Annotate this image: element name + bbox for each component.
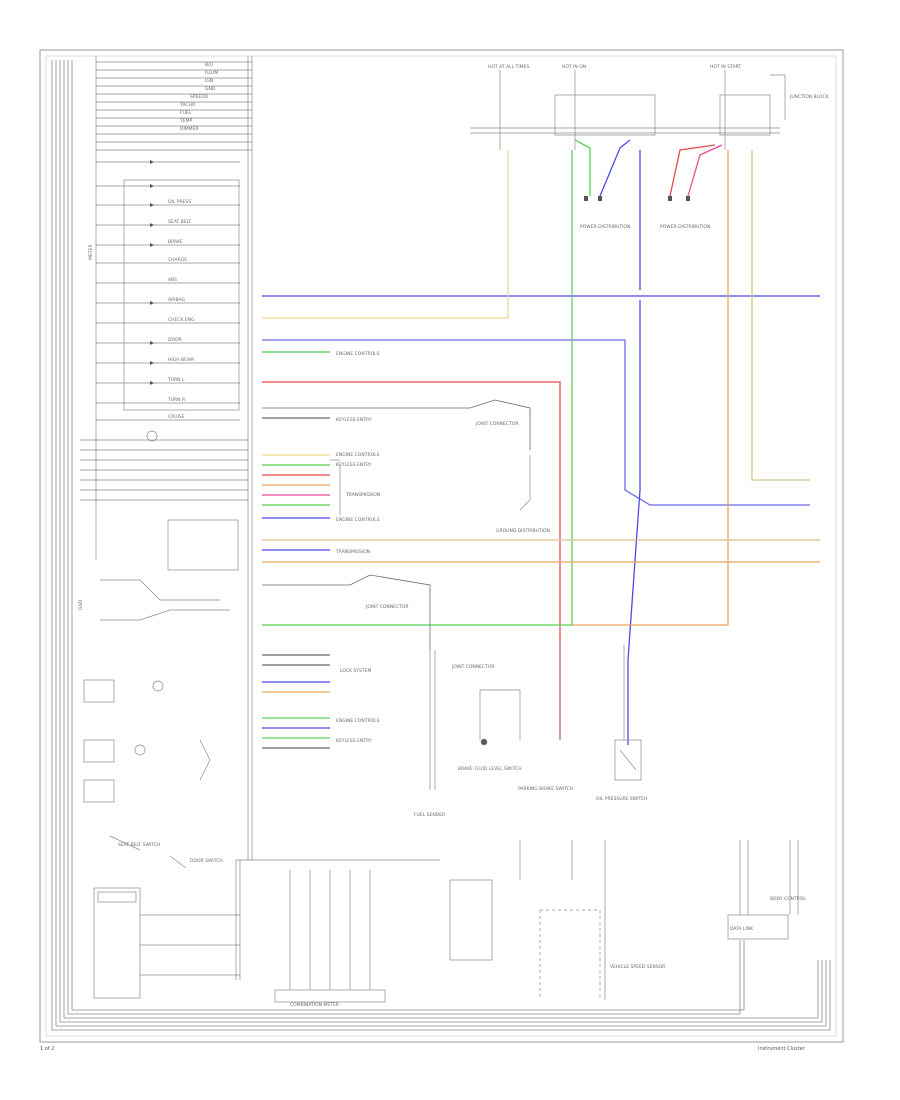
label-data-link: DATA LINK xyxy=(730,926,754,932)
label-joint-connector-2: JOINT CONNECTOR xyxy=(365,604,409,610)
left-connector-stubs xyxy=(262,351,330,749)
label-joint-connector-3: JOINT CONNECTOR xyxy=(451,664,495,670)
fuse-label-2: HOT IN START xyxy=(710,64,741,70)
bus-label-0: B/U xyxy=(205,62,213,68)
label-lock-system: LOCK SYSTEM xyxy=(340,668,371,674)
indicator-label-9: TURN L xyxy=(167,377,185,383)
gauge-block xyxy=(80,430,248,869)
label-joint-connector-1: JOINT CONNECTOR xyxy=(475,421,519,427)
combination-meter-block xyxy=(93,860,241,999)
label-transmission-1: TRANSMISSION xyxy=(345,492,380,498)
label-ground-dist: GROUND DISTRIBUTION xyxy=(496,528,550,534)
ground-loop-lines xyxy=(51,60,831,1031)
label-parking-switch: PARKING BRAKE SWITCH xyxy=(518,786,573,792)
bottom-connector-block xyxy=(236,840,799,1003)
label-keyless-3: KEYLESS ENTRY xyxy=(336,738,372,744)
wire-green-1 xyxy=(262,150,573,626)
bus-label-2: IGN xyxy=(205,78,213,84)
diagram-inner-frame xyxy=(45,55,837,1037)
bus-label-7: TEMP xyxy=(179,118,192,124)
label-keyless-2: KEYLESS ENTRY xyxy=(336,462,372,468)
system-labels: ENGINE CONTROLS KEYLESS ENTRY ENGINE CON… xyxy=(118,351,806,1008)
bus-label-4: SPEEDO xyxy=(190,94,209,100)
indicator-label-5: AIRBAG xyxy=(168,297,186,303)
diagram-frame xyxy=(39,49,844,1043)
label-seat-belt: SEAT BELT SWITCH xyxy=(118,842,160,848)
indicator-label-11: CRUISE xyxy=(168,414,185,420)
indicator-label-2: BRAKE xyxy=(168,239,183,245)
label-body-control: BODY CONTROL xyxy=(770,896,806,902)
wire-green-top xyxy=(574,139,591,196)
label-engine-control-3: ENGINE CONTROLS xyxy=(336,517,380,523)
label-engine-control-4: ENGINE CONTROLS xyxy=(336,718,380,724)
wire-red-1 xyxy=(262,381,561,740)
wire-red-top xyxy=(669,144,716,197)
fuse-label-0: HOT AT ALL TIMES xyxy=(488,64,529,70)
wire-blue-3 xyxy=(627,150,641,745)
bus-label-5: TACHO xyxy=(179,102,196,108)
junction-block-label: JUNCTION BLOCK xyxy=(789,94,830,100)
bus-label-6: FUEL xyxy=(180,110,192,116)
top-fuse-area xyxy=(470,70,786,150)
indicator-label-8: HIGH BEAM xyxy=(168,357,194,363)
footer-right-title: Instrument Cluster xyxy=(758,1046,806,1052)
wire-gray-1 xyxy=(262,399,531,450)
power-dist-label-0: POWER DISTRIBUTION xyxy=(580,224,630,230)
indicator-label-6: CHECK ENG xyxy=(168,317,195,323)
wire-orange-1 xyxy=(572,150,729,626)
bus-label-1: ILLUM xyxy=(205,70,218,76)
left-top-labels: B/U ILLUM IGN GND SPEEDO TACHO FUEL TEMP… xyxy=(179,62,218,132)
indicator-leds xyxy=(150,160,154,385)
label-keyless-1: KEYLESS ENTRY xyxy=(336,417,372,423)
wire-gray-2 xyxy=(262,574,431,650)
mid-components xyxy=(330,455,642,790)
indicator-label-7: DOOR xyxy=(168,337,182,343)
indicator-label-0: OIL PRESS xyxy=(168,199,191,205)
left-bus-lines xyxy=(95,56,253,860)
colored-wires xyxy=(262,139,820,745)
fuse-label-1: HOT IN ON xyxy=(562,64,586,70)
label-door-switch: DOOR SWITCH xyxy=(190,858,223,864)
wire-tan-1 xyxy=(751,150,810,481)
indicator-labels: OIL PRESS SEAT BELT BRAKE CHARGE ABS AIR… xyxy=(167,199,195,420)
gnd-side-label: GND xyxy=(78,599,84,610)
wire-blue-top xyxy=(599,139,631,197)
indicator-label-10: TURN R xyxy=(167,397,185,403)
power-dist-label-1: POWER DISTRIBUTION xyxy=(660,224,710,230)
footer-left-code: 1 of 2 xyxy=(40,1046,54,1052)
indicator-rows xyxy=(96,161,240,421)
bus-label-3: GND xyxy=(205,86,216,92)
top-fuse-labels: HOT AT ALL TIMES HOT IN ON HOT IN START … xyxy=(488,64,830,230)
label-engine-control-2: ENGINE CONTROLS xyxy=(336,452,380,458)
meter-side-label: METER xyxy=(88,245,94,260)
wire-magenta-top xyxy=(687,144,723,197)
wire-blue-2 xyxy=(262,339,810,506)
label-brake-switch: BRAKE FLUID LEVEL SWITCH xyxy=(458,766,522,772)
indicator-label-1: SEAT BELT xyxy=(168,219,191,225)
bus-label-8: DIMMER xyxy=(180,126,199,132)
label-fuel-sender: FUEL SENDER xyxy=(414,812,445,818)
label-transmission-2: TRANSMISSION xyxy=(335,549,370,555)
power-dist-pins xyxy=(584,196,690,201)
label-combination-meter: COMBINATION METER xyxy=(290,1002,339,1008)
label-speed-sensor: VEHICLE SPEED SENSOR xyxy=(610,964,665,970)
label-oil-switch: OIL PRESSURE SWITCH xyxy=(596,796,648,802)
indicator-label-3: CHARGE xyxy=(168,257,187,263)
indicator-label-4: ABS xyxy=(168,277,177,283)
wire-yellow-1 xyxy=(262,150,509,319)
label-engine-control-1: ENGINE CONTROLS xyxy=(336,351,380,357)
